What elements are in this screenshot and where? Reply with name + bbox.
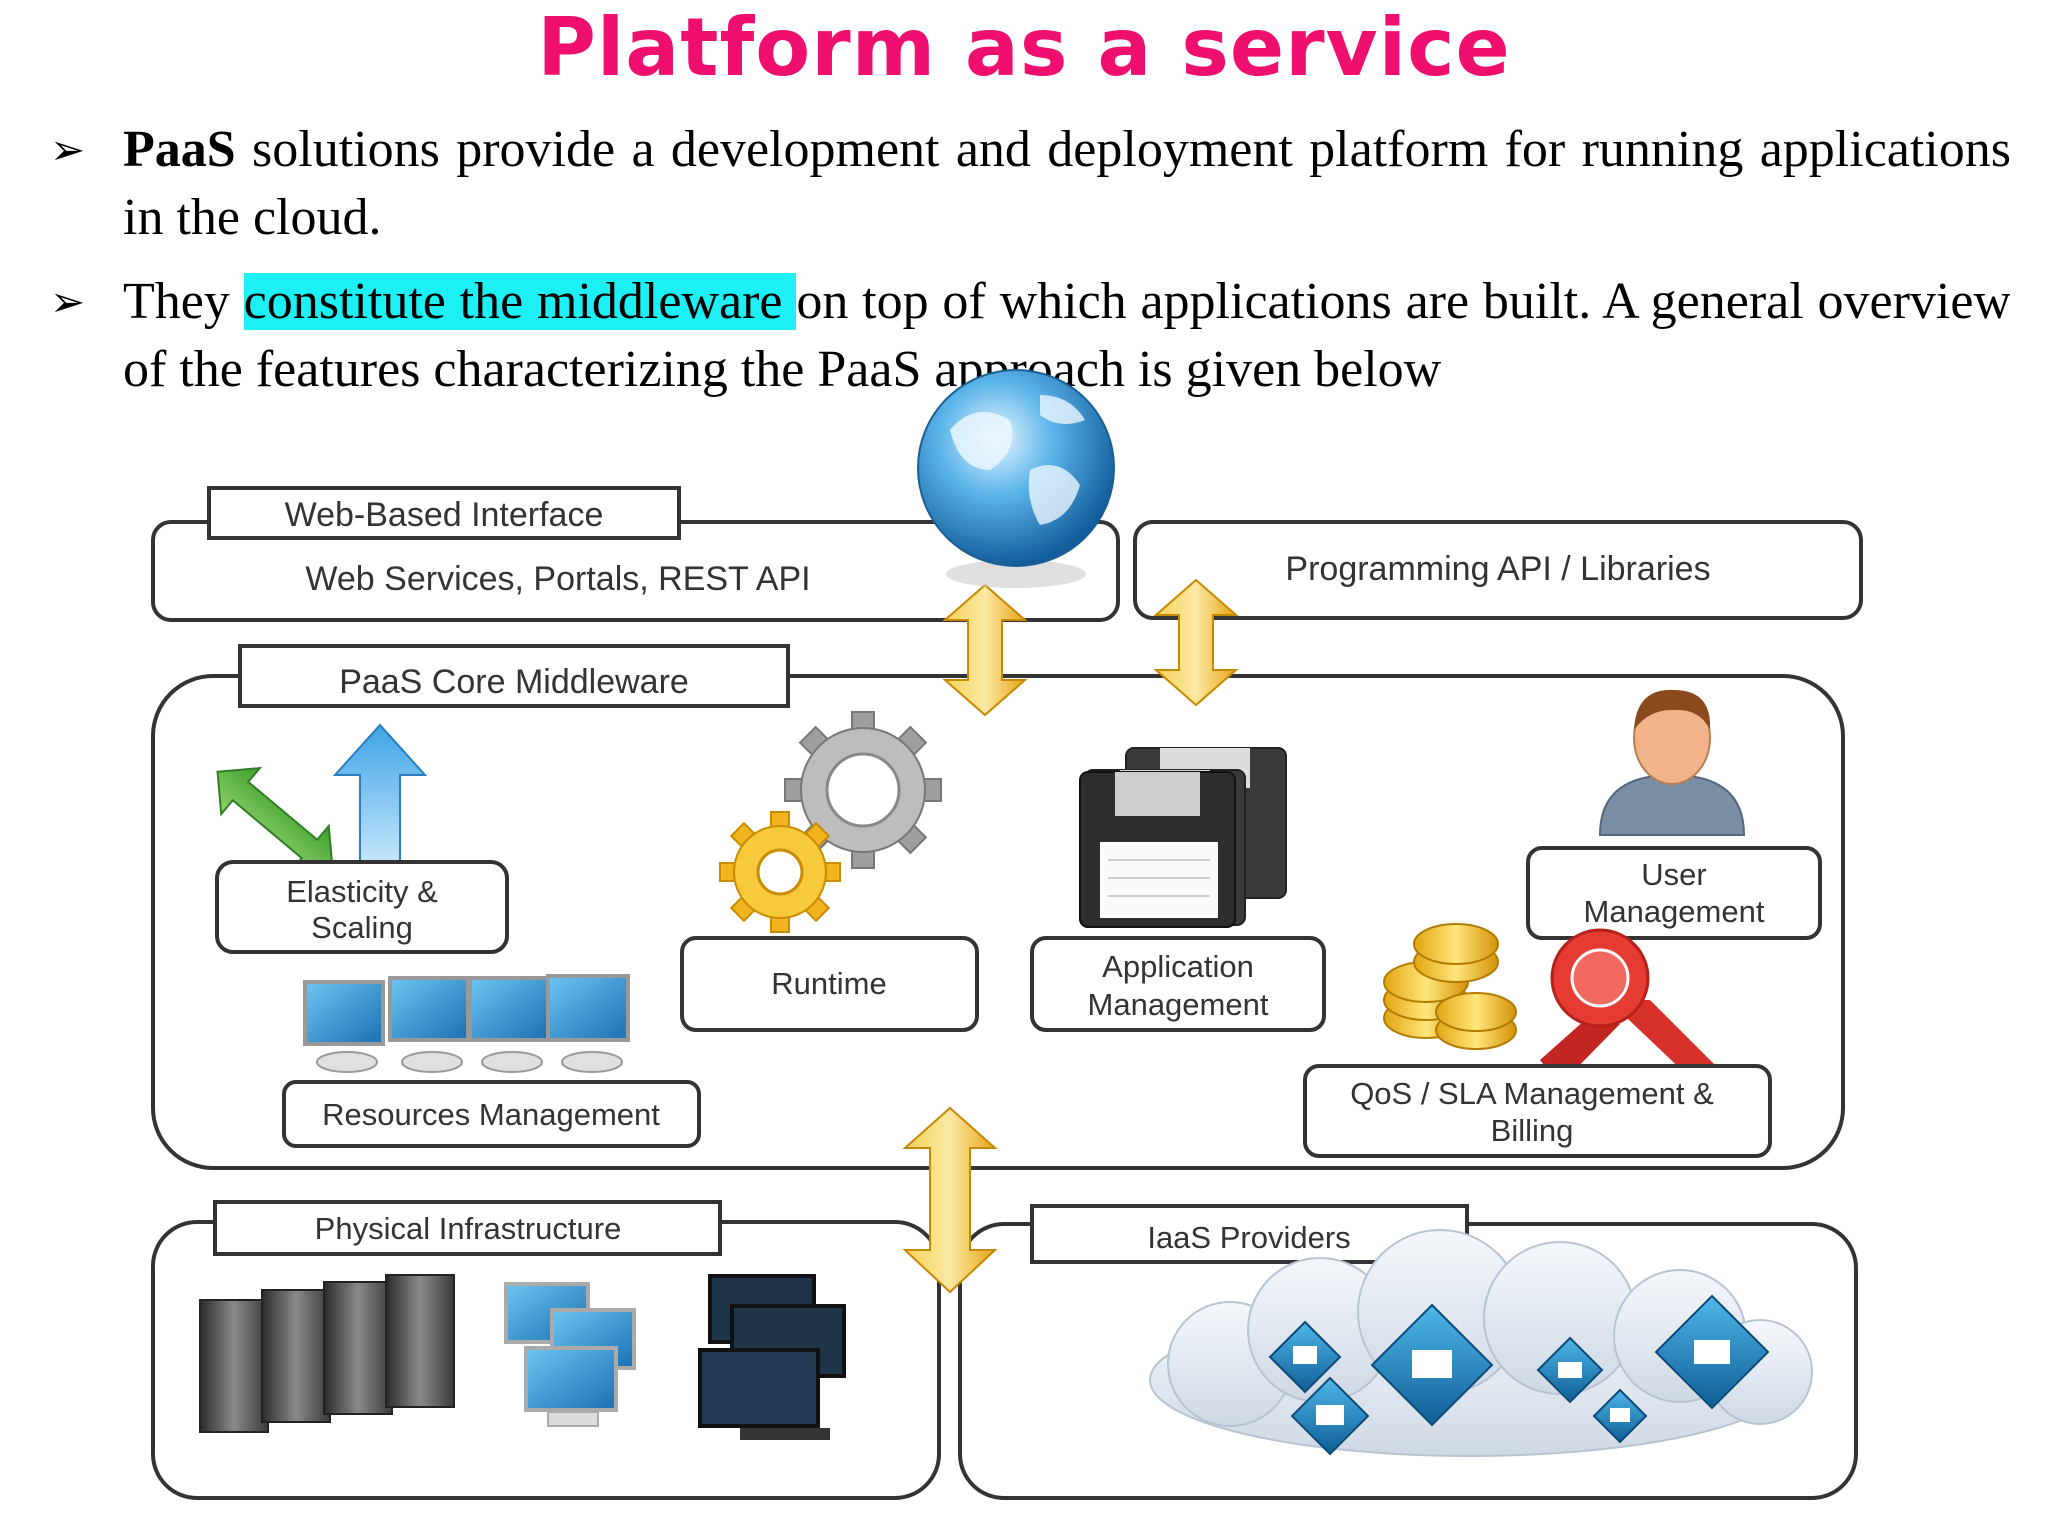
web-interface-tab-label: Web-Based Interface bbox=[285, 496, 604, 534]
core-middleware-tab-label: PaaS Core Middleware bbox=[339, 663, 689, 701]
resources-monitors-icon bbox=[303, 974, 630, 1073]
bullet-text: They constitute the middleware on top of… bbox=[123, 268, 2010, 398]
resources-management-box: Resources Management bbox=[282, 1080, 701, 1148]
programming-api-panel: Programming API / Libraries bbox=[1133, 520, 1863, 620]
elasticity-label-line1: Elasticity & bbox=[286, 874, 438, 909]
bullet-middleware: ➢ They constitute the middleware on top … bbox=[50, 268, 2010, 398]
coins-icon bbox=[1383, 923, 1517, 1050]
application-management-line2: Management bbox=[1088, 987, 1269, 1022]
floppy-disks-icon bbox=[1079, 747, 1287, 928]
runtime-box: Runtime bbox=[680, 936, 979, 1032]
double-arrow-api-to-core bbox=[1153, 578, 1239, 707]
web-interface-panel: Web-Based Interface Web Services, Portal… bbox=[151, 486, 1120, 622]
user-management-line2: Management bbox=[1584, 894, 1765, 929]
double-arrow-core-to-infrastructure bbox=[902, 1106, 998, 1294]
elasticity-scaling-box: Elasticity & Scaling bbox=[215, 860, 509, 954]
application-management-line1: Application bbox=[1102, 949, 1254, 984]
globe-icon bbox=[917, 369, 1115, 588]
elasticity-label-line2: Scaling bbox=[311, 910, 413, 945]
runtime-gears-icon bbox=[719, 711, 942, 933]
ribbon-award-icon bbox=[1540, 928, 1718, 1085]
user-management-line1: User bbox=[1641, 857, 1706, 892]
qos-sla-line2: Billing bbox=[1491, 1113, 1574, 1148]
bullet-after: on top of which applications are built. … bbox=[123, 273, 2010, 398]
iaas-providers-label: IaaS Providers bbox=[1147, 1220, 1350, 1255]
core-middleware-panel: PaaS Core Middleware bbox=[151, 644, 1845, 1170]
bullet-body: solutions provide a development and depl… bbox=[123, 121, 2011, 246]
workstation-icon bbox=[698, 1274, 846, 1440]
application-management-box: Application Management bbox=[1030, 936, 1326, 1032]
runtime-label: Runtime bbox=[771, 966, 886, 1001]
user-avatar-icon bbox=[1598, 689, 1746, 836]
bullet-text: PaaS solutions provide a development and… bbox=[123, 116, 2011, 252]
physical-infrastructure-label: Physical Infrastructure bbox=[315, 1211, 622, 1246]
arrow-bullet-icon: ➢ bbox=[50, 125, 86, 174]
page-title: Platform as a service bbox=[537, 1, 1511, 94]
bullet-before: They bbox=[123, 273, 244, 330]
bullet-lead: PaaS bbox=[123, 121, 236, 178]
desktop-monitors-icon bbox=[504, 1282, 636, 1427]
programming-api-label: Programming API / Libraries bbox=[1285, 550, 1710, 588]
server-towers-icon bbox=[199, 1274, 455, 1433]
bullet-paas-definition: ➢ PaaS solutions provide a development a… bbox=[50, 116, 2011, 256]
highlighted-phrase: constitute the middleware bbox=[243, 273, 797, 330]
qos-sla-line1: QoS / SLA Management & bbox=[1350, 1076, 1714, 1111]
web-services-label: Web Services, Portals, REST API bbox=[305, 560, 810, 598]
qos-sla-billing-box: QoS / SLA Management & Billing bbox=[1303, 1064, 1772, 1158]
vm-diamond-icons bbox=[1268, 1294, 1770, 1456]
user-management-box: User Management bbox=[1526, 846, 1822, 940]
double-arrow-web-to-core bbox=[942, 583, 1028, 717]
arrow-bullet-icon: ➢ bbox=[50, 277, 86, 326]
resources-management-label: Resources Management bbox=[322, 1097, 660, 1132]
